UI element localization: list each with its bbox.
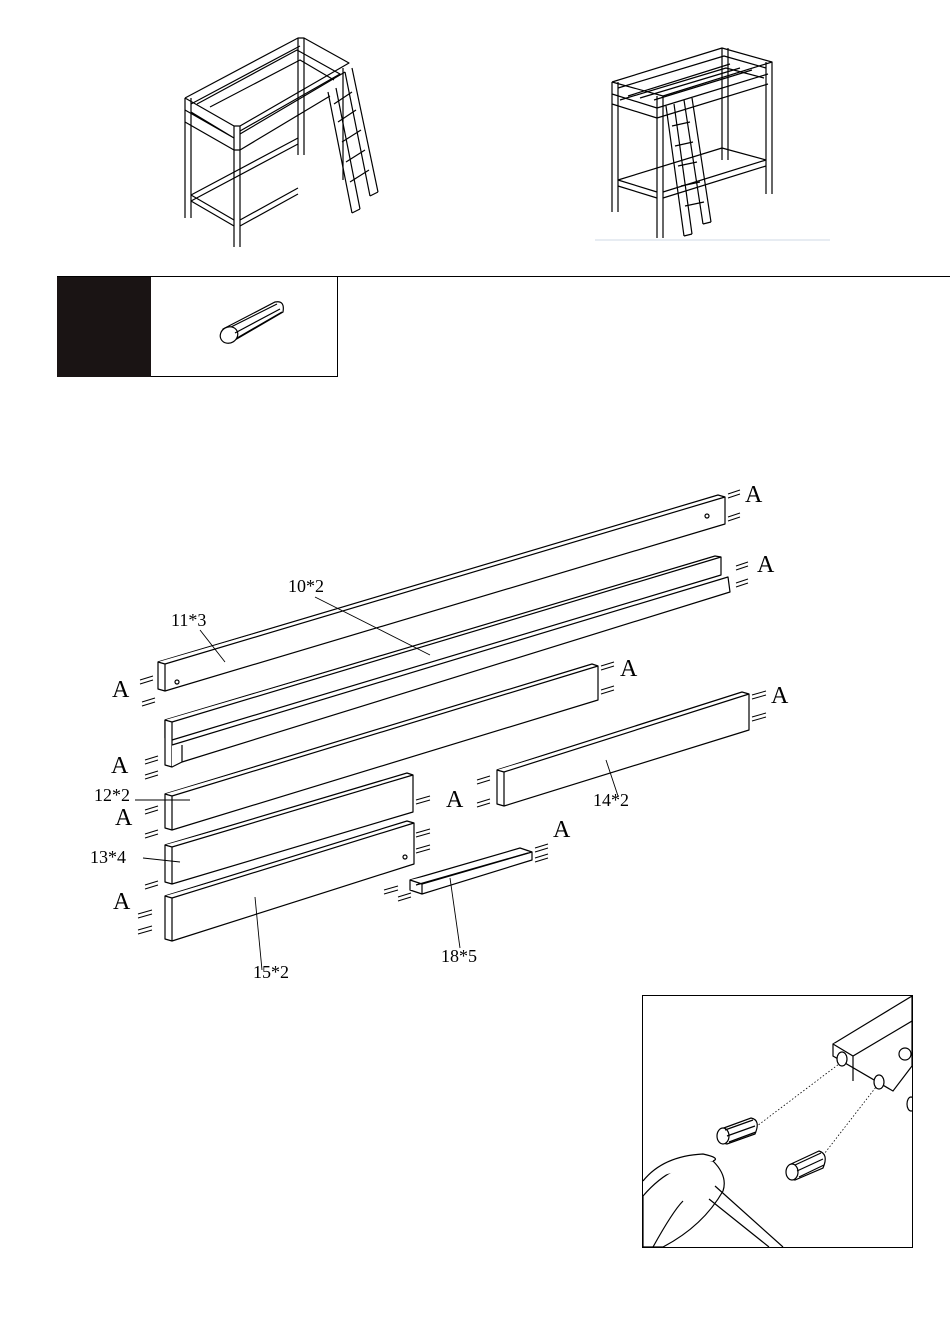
slat-part-18 (410, 848, 532, 894)
part-label-18: 18*5 (441, 947, 477, 965)
hardware-box (151, 277, 338, 377)
part-label-12: 12*2 (94, 786, 130, 804)
dowel-insertion-illustration (643, 996, 912, 1247)
part-label-11: 11*3 (171, 611, 206, 629)
part-label-13: 13*4 (90, 848, 126, 866)
hardware-callout-a: A (113, 890, 130, 914)
loft-bed-view-left (185, 38, 378, 247)
hardware-callout-a: A (620, 657, 637, 681)
step-number-block (57, 277, 151, 377)
dowel-icon (151, 277, 337, 376)
hardware-callout-a: A (757, 553, 774, 577)
dowel-insertion-detail (642, 995, 913, 1248)
hardware-callout-a: A (115, 806, 132, 830)
part-label-14: 14*2 (593, 791, 629, 809)
hardware-callout-a: A (745, 483, 762, 507)
hardware-callout-a: A (553, 818, 570, 842)
hardware-callout-a: A (112, 678, 129, 702)
assembled-bed-illustrations (0, 0, 950, 260)
loft-bed-view-right (612, 48, 772, 238)
part-label-10: 10*2 (288, 577, 324, 595)
hardware-callout-a: A (771, 684, 788, 708)
parts-exploded-view (0, 470, 950, 990)
hardware-callout-a: A (111, 754, 128, 778)
part-label-15: 15*2 (253, 963, 289, 981)
hardware-callout-a: A (446, 788, 463, 812)
